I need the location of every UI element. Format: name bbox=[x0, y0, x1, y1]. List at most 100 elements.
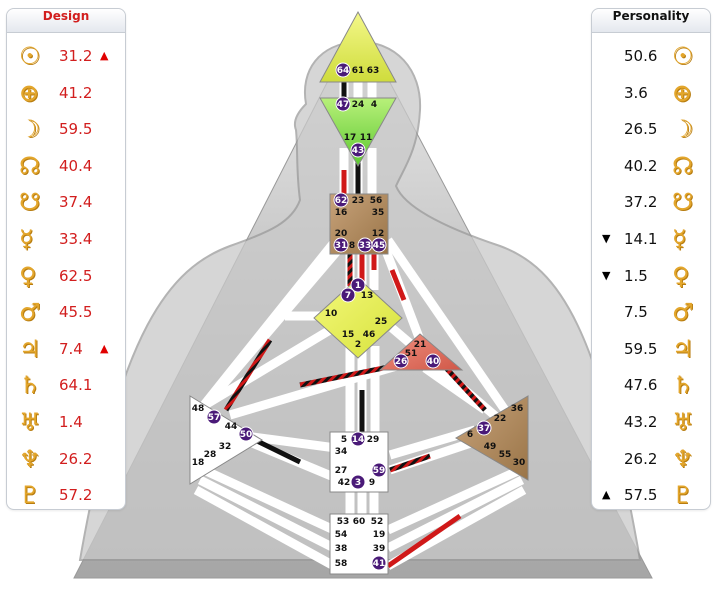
gate-number: 20 bbox=[335, 229, 348, 239]
personality-row: ♀1.5▼ bbox=[592, 259, 710, 295]
gate-25: 25 bbox=[375, 317, 388, 327]
venus-icon: ♀ bbox=[19, 261, 37, 290]
gate-50: 50 bbox=[238, 426, 254, 442]
personality-value: 40.2 bbox=[624, 156, 658, 175]
gate-number: 58 bbox=[335, 559, 348, 569]
gate-19: 19 bbox=[373, 530, 386, 540]
venus-icon: ♀ bbox=[672, 261, 690, 290]
gate-9: 9 bbox=[369, 478, 375, 488]
moon-icon: ☽ bbox=[19, 115, 41, 144]
mars-icon: ♂ bbox=[672, 298, 694, 327]
gate-10: 10 bbox=[325, 309, 338, 319]
personality-panel: Personality ☉50.6⊕3.6☽26.5☊40.2☋37.2☿14.… bbox=[591, 8, 711, 510]
gate-number: 6 bbox=[467, 430, 473, 440]
gate-number: 9 bbox=[369, 478, 375, 488]
north-node-icon: ☊ bbox=[672, 151, 694, 180]
gate-30: 30 bbox=[513, 458, 526, 468]
personality-row: ☋37.2 bbox=[592, 185, 710, 221]
gate-number: 16 bbox=[335, 208, 348, 218]
design-value: 37.4 bbox=[59, 193, 93, 212]
gate-number: 63 bbox=[367, 66, 380, 76]
design-value: 7.4 bbox=[59, 339, 83, 358]
sun-icon: ☉ bbox=[19, 42, 41, 70]
gate-number: 45 bbox=[373, 241, 386, 251]
design-value: 26.2 bbox=[59, 449, 93, 468]
gate-number: 38 bbox=[335, 544, 348, 554]
gate-number: 40 bbox=[427, 357, 440, 367]
gate-number: 13 bbox=[361, 291, 374, 301]
personality-value: 26.2 bbox=[624, 449, 658, 468]
gate-26: 26 bbox=[393, 353, 409, 369]
gate-number: 2 bbox=[355, 340, 361, 350]
gate-5: 5 bbox=[341, 435, 347, 445]
design-title: Design bbox=[7, 9, 125, 33]
gate-number: 17 bbox=[344, 133, 357, 143]
design-row: ☋ 37.4 bbox=[7, 185, 125, 221]
gate-number: 32 bbox=[219, 442, 232, 452]
design-row: ♃7.4▲ bbox=[7, 332, 125, 368]
design-row: ⊕41.2 bbox=[7, 76, 125, 112]
gate-46: 46 bbox=[363, 330, 376, 340]
uranus-icon: ♅ bbox=[19, 408, 41, 436]
gate-number: 53 bbox=[337, 517, 350, 527]
personality-title: Personality bbox=[592, 9, 710, 33]
gate-number: 31 bbox=[335, 241, 348, 251]
gate-56: 56 bbox=[370, 196, 383, 206]
design-value: 31.2 bbox=[59, 47, 93, 65]
personality-row: ♂7.5 bbox=[592, 295, 710, 331]
mars-icon: ♂ bbox=[19, 298, 41, 327]
gate-number: 42 bbox=[338, 478, 351, 488]
personality-row: ♃59.5 bbox=[592, 332, 710, 368]
gate-43: 43 bbox=[350, 142, 366, 158]
design-row: ♅ 1.4 bbox=[7, 405, 125, 441]
moon-icon: ☽ bbox=[672, 115, 694, 144]
uranus-icon: ♅ bbox=[672, 408, 694, 436]
gate-64: 64 bbox=[335, 62, 351, 78]
gate-number: 37 bbox=[478, 424, 491, 434]
gate-29: 29 bbox=[367, 435, 380, 445]
gate-3: 3 bbox=[350, 474, 366, 490]
design-value: 45.5 bbox=[59, 303, 93, 322]
design-value: 40.4 bbox=[59, 156, 93, 175]
gate-23: 23 bbox=[352, 196, 365, 206]
gate-number: 60 bbox=[353, 517, 366, 527]
gate-47: 47 bbox=[335, 96, 351, 112]
gate-number: 41 bbox=[373, 559, 386, 569]
gate-17: 17 bbox=[344, 133, 357, 143]
gate-44: 44 bbox=[225, 422, 238, 432]
gate-number: 48 bbox=[192, 404, 205, 414]
gate-number: 36 bbox=[511, 404, 524, 414]
gate-24: 24 bbox=[352, 100, 365, 110]
gate-49: 49 bbox=[484, 442, 497, 452]
personality-row: ♇57.5▲ bbox=[592, 478, 710, 514]
design-value: 1.4 bbox=[59, 413, 83, 431]
gate-32: 32 bbox=[219, 442, 232, 452]
solar-plexus-center bbox=[455, 395, 529, 481]
gate-number: 43 bbox=[352, 146, 365, 156]
gate-number: 1 bbox=[355, 281, 361, 291]
sun-icon: ☉ bbox=[672, 42, 694, 70]
gate-40: 40 bbox=[425, 353, 441, 369]
gate-number: 4 bbox=[371, 100, 377, 110]
gate-number: 47 bbox=[337, 100, 350, 110]
design-value: 59.5 bbox=[59, 120, 93, 139]
pluto-icon: ♇ bbox=[672, 481, 694, 510]
gate-number: 8 bbox=[349, 241, 355, 251]
south-node-icon: ☋ bbox=[19, 188, 41, 217]
personality-arrow-icon: ▼ bbox=[602, 268, 611, 282]
gate-number: 14 bbox=[352, 435, 365, 445]
gate-number: 39 bbox=[373, 544, 386, 554]
personality-row: ⊕3.6 bbox=[592, 76, 710, 112]
gate-20: 20 bbox=[335, 229, 348, 239]
earth-icon: ⊕ bbox=[19, 78, 40, 107]
gate-number: 46 bbox=[363, 330, 376, 340]
gate-number: 22 bbox=[494, 414, 507, 424]
g-center bbox=[313, 277, 403, 359]
gate-number: 55 bbox=[499, 450, 512, 460]
design-row: ♆26.2 bbox=[7, 442, 125, 478]
gate-21: 21 bbox=[414, 340, 427, 350]
personality-value: 50.6 bbox=[624, 47, 658, 65]
gate-number: 29 bbox=[367, 435, 380, 445]
jupiter-icon: ♃ bbox=[19, 334, 41, 363]
